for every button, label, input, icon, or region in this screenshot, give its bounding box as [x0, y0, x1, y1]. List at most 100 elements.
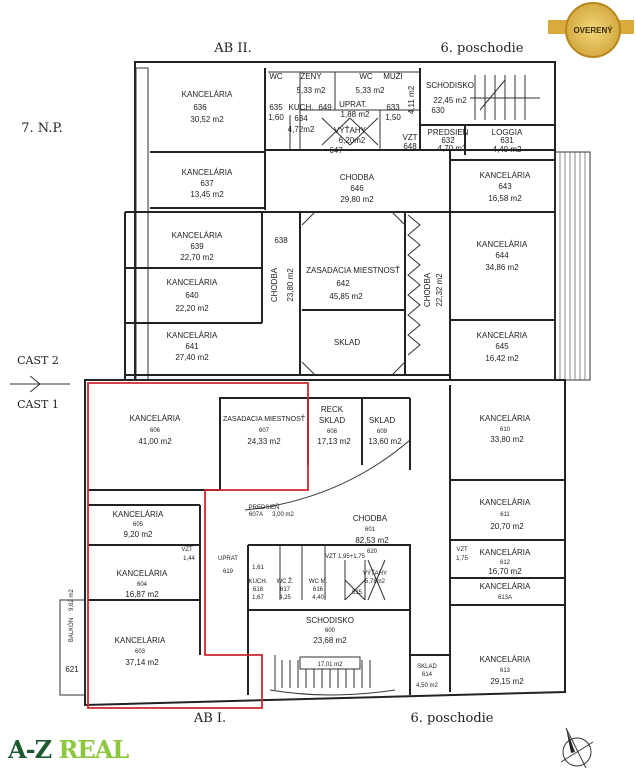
room-number: 604 — [137, 582, 148, 588]
room-636[interactable]: KANCELÁRIA 636 30,52 m2 — [182, 90, 233, 124]
room-641[interactable]: KANCELÁRIA 641 27,40 m2 — [167, 331, 218, 362]
room-number: 616 — [313, 587, 324, 593]
room-name: UPRAT. — [339, 100, 367, 109]
selected-area-outline[interactable] — [87, 382, 309, 709]
room-603[interactable]: KANCELÁRIA 603 37,14 m2 — [115, 636, 166, 667]
room-613[interactable]: KANCELÁRIA 613 29,15 m2 — [480, 655, 531, 686]
room-area: 4,40 — [312, 595, 324, 601]
room-name: CHODBA — [340, 173, 375, 182]
room-number: 648 — [403, 142, 417, 151]
room-name: SKLAD — [417, 664, 437, 670]
room-640[interactable]: KANCELÁRIA 640 22,20 m2 — [167, 278, 218, 313]
room-604[interactable]: KANCELÁRIA 604 16,87 m2 — [117, 569, 168, 599]
room-number: 609 — [377, 429, 388, 435]
room-644[interactable]: KANCELÁRIA 644 34,86 m2 — [477, 240, 528, 272]
room-612[interactable]: KANCELÁRIA 612 16,70 m2 — [480, 548, 531, 576]
room-645[interactable]: KANCELÁRIA 645 16,42 m2 — [477, 331, 528, 363]
room-area: 37,14 m2 — [125, 658, 159, 667]
room-number: 634 — [294, 114, 308, 123]
room-614[interactable]: SKLAD 614 4,50 m2 — [416, 664, 438, 689]
room-area: 23,80 m2 — [286, 268, 295, 302]
room-611[interactable]: KANCELÁRIA 611 20,70 m2 — [480, 498, 531, 531]
room-630[interactable]: SCHODISKO 22,45 m2 630 — [426, 81, 474, 115]
room-605[interactable]: KANCELÁRIA 605 9,20 m2 — [113, 510, 164, 539]
room-area: 23,68 m2 — [313, 636, 347, 645]
room-607[interactable]: ZASADACIA MIESTNOSŤ 607 24,33 m2 — [223, 414, 306, 446]
room-607a[interactable]: PREDSIEŇ 607A 3,00 m2 — [249, 504, 295, 518]
room-number: 631 — [500, 136, 514, 145]
room-number: 643 — [498, 182, 512, 191]
room-area: 6,20m2 — [339, 136, 366, 145]
room-606[interactable]: KANCELÁRIA 606 41,00 m2 — [130, 414, 181, 446]
room-637[interactable]: KANCELÁRIA 637 13,45 m2 — [182, 168, 233, 199]
room-name: KUCH. — [289, 103, 314, 112]
wc-women-label: ŽENY — [300, 72, 322, 81]
walls-upper — [124, 61, 591, 381]
room-area: 4,50 m2 — [416, 683, 438, 689]
room-number: 614 — [422, 672, 433, 678]
room-number: 645 — [495, 342, 509, 351]
room-613a[interactable]: KANCELÁRIA 613A — [480, 582, 531, 601]
room-number: 637 — [200, 179, 214, 188]
balcony-621[interactable]: BALKÓN 9,62 m2 621 — [65, 589, 79, 674]
room-name: KANCELÁRIA — [480, 582, 531, 591]
room-name: VZT — [456, 547, 468, 553]
room-name: RECK — [321, 405, 344, 414]
room-area: 1,88 m2 — [341, 110, 370, 119]
room-631[interactable]: LOGGIA 631 4,40 m2 — [492, 128, 523, 154]
room-600[interactable]: SCHODISKO 600 23,68 m2 17,01 m2 — [306, 616, 354, 668]
room-area: 20,70 m2 — [490, 522, 524, 531]
room-number: 621 — [65, 665, 79, 674]
room-number: 633 — [386, 103, 400, 112]
room-638[interactable]: 638 CHODBA 23,80 m2 — [270, 236, 295, 302]
room-642[interactable]: ZASADACIA MIESTNOSŤ 642 45,85 m2 SKLAD — [306, 266, 400, 347]
room-name: VZT 1,95+1,75 — [325, 554, 365, 560]
heading-floor-bottom: 6. poschodie — [410, 711, 493, 726]
room-area: 4,40 m2 — [493, 145, 522, 154]
room-number: 607A — [249, 512, 263, 518]
room-name: SCHODISKO — [306, 616, 354, 625]
room-name: KANCELÁRIA — [480, 655, 531, 664]
room-608[interactable]: RECK SKLAD 608 17,13 m2 — [317, 405, 351, 446]
room-643[interactable]: KANCELÁRIA 643 16,58 m2 — [480, 171, 531, 203]
room-name: KANCELÁRIA — [480, 171, 531, 180]
room-name: KANCELÁRIA — [182, 168, 233, 177]
room-area: 9,20 m2 — [124, 530, 153, 539]
logo-part-1: A-Z — [8, 735, 52, 764]
toilets-block[interactable]: WC ŽENY 5,33 m2 WC MUŽI 5,33 m2 635 1,60… — [268, 72, 417, 155]
heading-floor-top: 6. poschodie — [440, 41, 523, 56]
room-number: 611 — [500, 512, 510, 518]
room-area: 22,32 m2 — [435, 273, 444, 307]
room-area: 29,15 m2 — [490, 677, 524, 686]
room-name: KANCELÁRIA — [115, 636, 166, 645]
room-name: LOGGIA — [492, 128, 523, 137]
room-area: 4,70 m2 — [438, 144, 467, 153]
room-area: 13,45 m2 — [190, 190, 224, 199]
room-area: 24,33 m2 — [247, 437, 281, 446]
room-610[interactable]: KANCELÁRIA 610 33,80 m2 — [480, 414, 531, 444]
wc-label: WC — [269, 72, 283, 81]
room-639[interactable]: KANCELÁRIA 639 22,70 m2 — [172, 231, 223, 262]
room-area: 22,70 m2 — [180, 253, 214, 262]
room-name: KANCELÁRIA — [130, 414, 181, 423]
room-area: 5,78m2 — [365, 579, 386, 585]
room-name: CHODBA — [270, 267, 279, 302]
room-number: 600 — [325, 628, 336, 634]
room-name: KANCELÁRIA — [167, 331, 218, 340]
room-609[interactable]: SKLAD 609 13,60 m2 — [368, 416, 402, 446]
room-name: WC M. — [309, 579, 328, 585]
room-646[interactable]: CHODBA 646 29,80 m2 — [340, 173, 375, 204]
room-name: VÝŤAHY — [334, 126, 367, 135]
service-rooms[interactable]: VZT 1,44 UPRAT 619 1,61 620 VZT 1,95+1,7… — [181, 547, 468, 601]
room-number: 639 — [190, 242, 204, 251]
room-601[interactable]: CHODBA 601 82,53 m2 — [353, 514, 389, 545]
corridor-2232[interactable]: CHODBA 22,32 m2 — [423, 272, 444, 307]
room-area: 1,50 — [385, 113, 401, 122]
room-name: PREDSIEŇ — [428, 128, 469, 137]
room-632[interactable]: PREDSIEŇ 632 4,70 m2 — [428, 128, 469, 153]
room-number: 601 — [365, 527, 376, 533]
room-name: KANCELÁRIA — [480, 498, 531, 507]
room-number: 620 — [367, 549, 378, 555]
room-name: KANCELÁRIA — [477, 240, 528, 249]
